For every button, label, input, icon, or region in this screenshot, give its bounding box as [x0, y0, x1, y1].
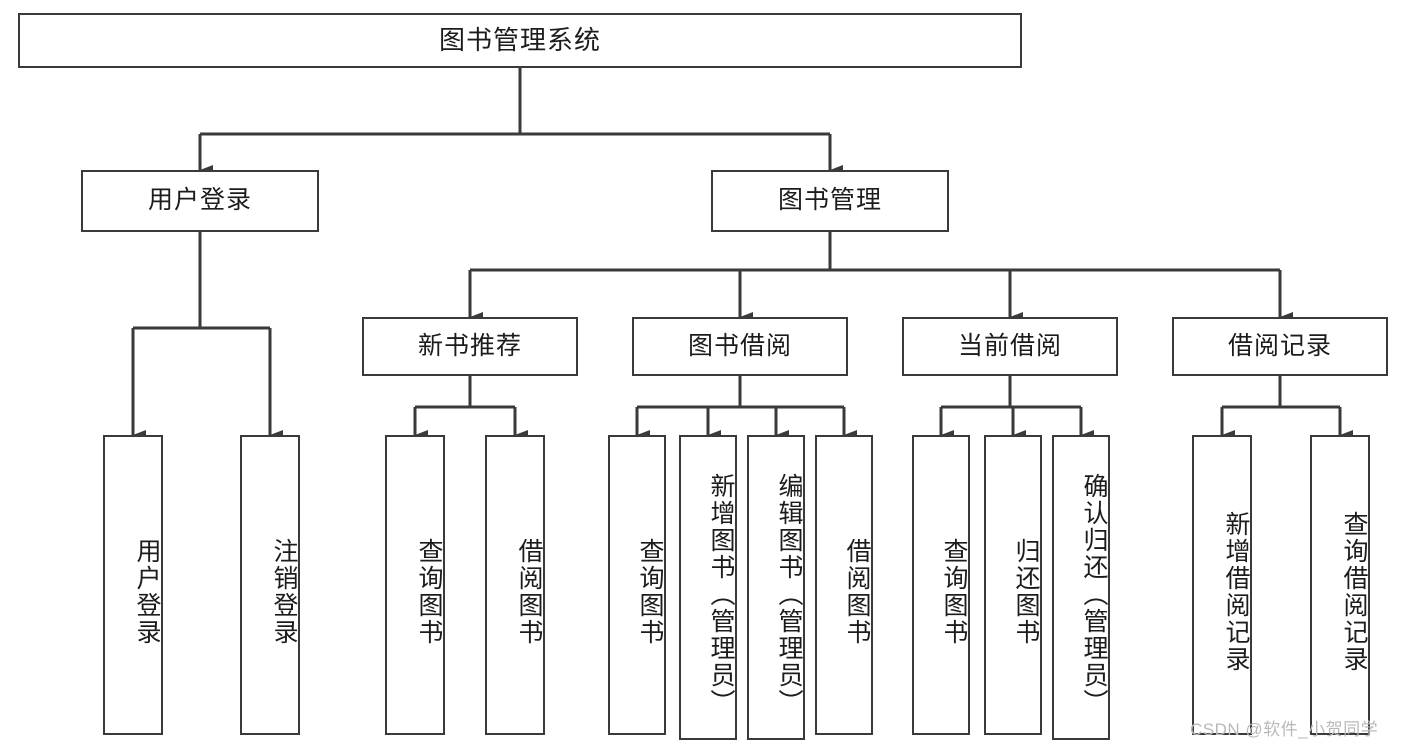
node-leaf-borrow-book-1-label: 借阅图书	[515, 538, 543, 646]
node-current-borrow-label: 当前借阅	[957, 331, 1062, 360]
node-leaf-add-borrow-record[interactable]: 新增借阅记录	[1192, 435, 1252, 735]
node-book-management-label: 图书管理	[777, 186, 882, 215]
node-book-borrow[interactable]: 图书借阅	[632, 317, 848, 376]
node-leaf-edit-book-admin-label: 编辑图书（管理员）	[775, 473, 803, 716]
node-leaf-query-book-1-label: 查询图书	[415, 538, 443, 646]
node-book-management[interactable]: 图书管理	[711, 170, 949, 232]
node-leaf-query-book-2[interactable]: 查询图书	[608, 435, 666, 735]
node-user-login-label: 用户登录	[147, 186, 252, 215]
node-leaf-return-book-label: 归还图书	[1012, 538, 1040, 646]
node-leaf-query-borrow-record-label: 查询借阅记录	[1340, 511, 1368, 673]
node-leaf-edit-book-admin[interactable]: 编辑图书（管理员）	[747, 435, 805, 740]
node-leaf-confirm-return-admin[interactable]: 确认归还（管理员）	[1052, 435, 1110, 740]
node-borrow-record[interactable]: 借阅记录	[1172, 317, 1388, 376]
node-leaf-confirm-return-admin-label: 确认归还（管理员）	[1080, 473, 1108, 716]
node-leaf-borrow-book-1[interactable]: 借阅图书	[485, 435, 545, 735]
node-leaf-user-login-label: 用户登录	[133, 538, 161, 646]
node-leaf-logout-login-label: 注销登录	[270, 538, 298, 646]
node-root[interactable]: 图书管理系统	[18, 13, 1022, 68]
node-leaf-query-book-3-label: 查询图书	[940, 538, 968, 646]
node-leaf-query-book-2-label: 查询图书	[636, 538, 664, 646]
node-book-borrow-label: 图书借阅	[687, 331, 792, 360]
node-current-borrow[interactable]: 当前借阅	[902, 317, 1118, 376]
node-root-label: 图书管理系统	[438, 25, 601, 56]
node-leaf-query-book-1[interactable]: 查询图书	[385, 435, 445, 735]
node-new-book-recommend[interactable]: 新书推荐	[362, 317, 578, 376]
node-leaf-user-login[interactable]: 用户登录	[103, 435, 163, 735]
node-leaf-add-book-admin-label: 新增图书（管理员）	[707, 473, 735, 716]
node-leaf-query-book-3[interactable]: 查询图书	[912, 435, 970, 735]
node-leaf-add-borrow-record-label: 新增借阅记录	[1222, 511, 1250, 673]
node-leaf-borrow-book-2[interactable]: 借阅图书	[815, 435, 873, 735]
node-leaf-return-book[interactable]: 归还图书	[984, 435, 1042, 735]
node-borrow-record-label: 借阅记录	[1227, 331, 1332, 360]
node-leaf-query-borrow-record[interactable]: 查询借阅记录	[1310, 435, 1370, 735]
node-leaf-logout-login[interactable]: 注销登录	[240, 435, 300, 735]
node-user-login[interactable]: 用户登录	[81, 170, 319, 232]
node-leaf-borrow-book-2-label: 借阅图书	[843, 538, 871, 646]
node-new-book-recommend-label: 新书推荐	[417, 331, 522, 360]
node-leaf-add-book-admin[interactable]: 新增图书（管理员）	[679, 435, 737, 740]
